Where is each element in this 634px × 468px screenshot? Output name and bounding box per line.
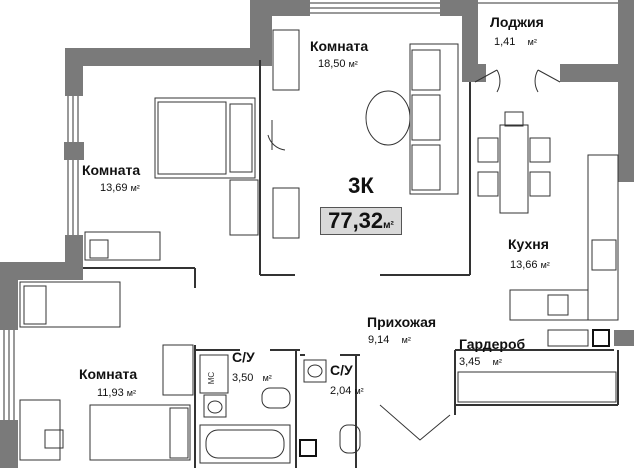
round-rug — [365, 90, 411, 146]
wardrobe-bottom-room — [162, 344, 194, 396]
room-bottom-area-unit: м² — [126, 388, 136, 398]
bath2-area: 2,04 м² — [330, 385, 364, 397]
bathtub — [199, 424, 291, 464]
hallway-area: 9,14 м² — [368, 334, 411, 346]
room-big-area-value: 18,50 — [318, 58, 346, 70]
kitchen-area: 13,66 м² — [510, 259, 550, 271]
room-left-area: 13,69 м² — [100, 182, 140, 194]
sink-bath2 — [303, 359, 327, 383]
kitchen-name: Кухня — [508, 236, 549, 252]
shaft-wardrobe — [592, 329, 610, 347]
loggia-name: Лоджия — [490, 14, 544, 30]
desk-bottom-room — [19, 399, 64, 461]
hallway-area-unit: м² — [401, 335, 411, 345]
interior-walls — [83, 60, 619, 468]
apartment-total-area-unit: м² — [383, 220, 394, 231]
washing-machine-label: МС — [207, 372, 216, 385]
room-big-name: Комната — [310, 38, 369, 54]
bath2-name: С/У — [330, 362, 353, 378]
bed-bottom-room — [19, 281, 191, 461]
room-left-area-value: 13,69 — [100, 182, 128, 194]
kitchen-area-value: 13,66 — [510, 259, 538, 271]
wardrobe-area: 3,45 м² — [459, 356, 502, 368]
desk-left-room — [84, 231, 161, 261]
wardrobe-area-unit: м² — [492, 357, 502, 367]
loggia-area-value: 1,41 — [494, 36, 516, 48]
loggia-area: 1,41 м² — [494, 36, 537, 48]
wardrobe-name: Гардероб — [459, 336, 526, 352]
apartment-total-area: 77,32м² — [320, 207, 402, 235]
kitchen-area-unit: м² — [540, 260, 550, 270]
room-left-name: Комната — [82, 162, 141, 178]
room-bottom-name: Комната — [79, 366, 138, 382]
room-left-area-unit: м² — [130, 183, 140, 193]
hallway-name: Прихожая — [367, 314, 437, 330]
loggia-area-unit: м² — [527, 37, 537, 47]
room-bottom-area-value: 11,93 — [97, 387, 124, 399]
room-bottom-area: 11,93 м² — [97, 387, 136, 399]
wardrobe-storage — [457, 371, 617, 403]
room-big-area: 18,50 м² — [318, 58, 358, 70]
shaft-bath2 — [299, 439, 317, 457]
room-big-area-unit: м² — [348, 59, 358, 69]
apartment-badge: 3К 77,32м² — [320, 173, 402, 237]
windows — [3, 2, 618, 420]
bed-left-room — [154, 97, 256, 179]
wardrobe-big-room — [272, 29, 300, 239]
bath2-area-unit: м² — [354, 386, 364, 396]
hallway-area-value: 9,14 — [368, 334, 390, 346]
toilet-bath1 — [261, 387, 291, 409]
bath1-area: 3,50 м² — [232, 372, 272, 384]
kitchen-counter — [509, 154, 619, 321]
sofa-big-room — [409, 43, 459, 195]
bath1-area-value: 3,50 — [232, 372, 254, 384]
bath1-area-unit: м² — [262, 373, 272, 383]
apartment-type: 3К — [348, 173, 374, 198]
bath2-area-value: 2,04 — [330, 385, 352, 397]
dining-table — [477, 111, 551, 214]
sink-bath1 — [203, 394, 227, 418]
bath1-name: С/У — [232, 349, 255, 365]
hallway-cabinet — [547, 329, 589, 347]
apartment-total-area-value: 77,32 — [328, 208, 384, 233]
wardrobe-left-room — [229, 179, 259, 236]
toilet-bath2 — [339, 424, 361, 454]
doors — [267, 69, 561, 441]
washing-machine — [199, 354, 229, 394]
wardrobe-area-value: 3,45 — [459, 356, 481, 368]
